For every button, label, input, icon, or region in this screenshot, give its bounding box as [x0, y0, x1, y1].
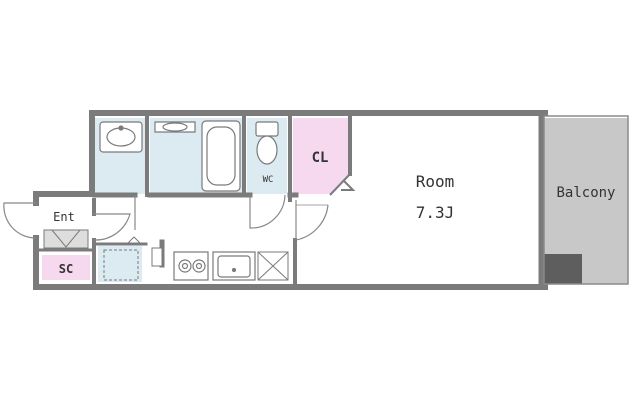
- room-name-label: Room: [416, 172, 455, 191]
- closet-label: CL: [312, 150, 329, 166]
- refrigerator-space-icon: [257, 251, 289, 281]
- laundry-area: [98, 246, 142, 282]
- walls: [33, 110, 548, 290]
- stove-burners-icon: [173, 251, 209, 281]
- washroom-door: [93, 213, 131, 241]
- shower-basin-icon: [154, 121, 196, 133]
- balcony-outline: [543, 115, 629, 285]
- doors: [3, 194, 329, 241]
- wc-label: WC: [263, 175, 274, 185]
- kitchen-sink-icon: [212, 251, 256, 281]
- shoe-closet-area: [42, 255, 90, 280]
- closet-area: [293, 118, 348, 194]
- balcony-label: Balcony: [556, 185, 615, 201]
- closet-door: [329, 173, 356, 196]
- toilet-icon: [255, 121, 279, 165]
- toilet-door: [249, 194, 286, 229]
- washbasin-icon: [99, 121, 143, 153]
- balcony-dark-block: [540, 254, 582, 284]
- entrance-label: Ent: [53, 210, 75, 224]
- shoe-closet-label: SC: [59, 262, 73, 276]
- room-size-label: 7.3J: [416, 203, 455, 222]
- bathtub-icon: [201, 120, 241, 192]
- counter-block: [151, 247, 163, 267]
- room-door: [295, 200, 329, 241]
- shoe-cabinet-icon: [43, 229, 89, 249]
- washing-machine-icon: [103, 236, 141, 281]
- entrance-door: [3, 202, 37, 239]
